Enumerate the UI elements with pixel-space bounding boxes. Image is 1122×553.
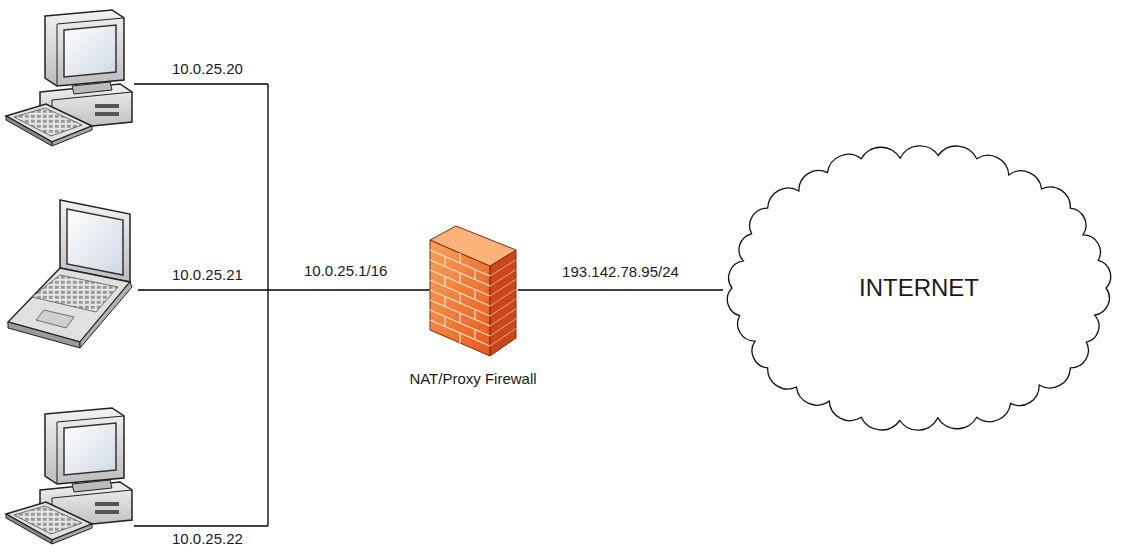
- device-caption: NAT/Proxy Firewall: [409, 370, 536, 387]
- internet-cloud: INTERNET: [720, 140, 1118, 436]
- ip-address: 10.0.25.21: [170, 266, 245, 283]
- firewall-shape: [428, 226, 518, 358]
- network-link: [518, 289, 723, 290]
- firewall-icon: NAT/Proxy Firewall: [428, 226, 518, 358]
- ip-address: 193.142.78.95/24: [560, 263, 681, 280]
- cloud-label: INTERNET: [859, 274, 979, 302]
- ip-address: 10.0.25.1/16: [302, 262, 389, 279]
- ip-address: 10.0.25.22: [170, 530, 245, 547]
- ip-address: 10.0.25.20: [170, 60, 245, 77]
